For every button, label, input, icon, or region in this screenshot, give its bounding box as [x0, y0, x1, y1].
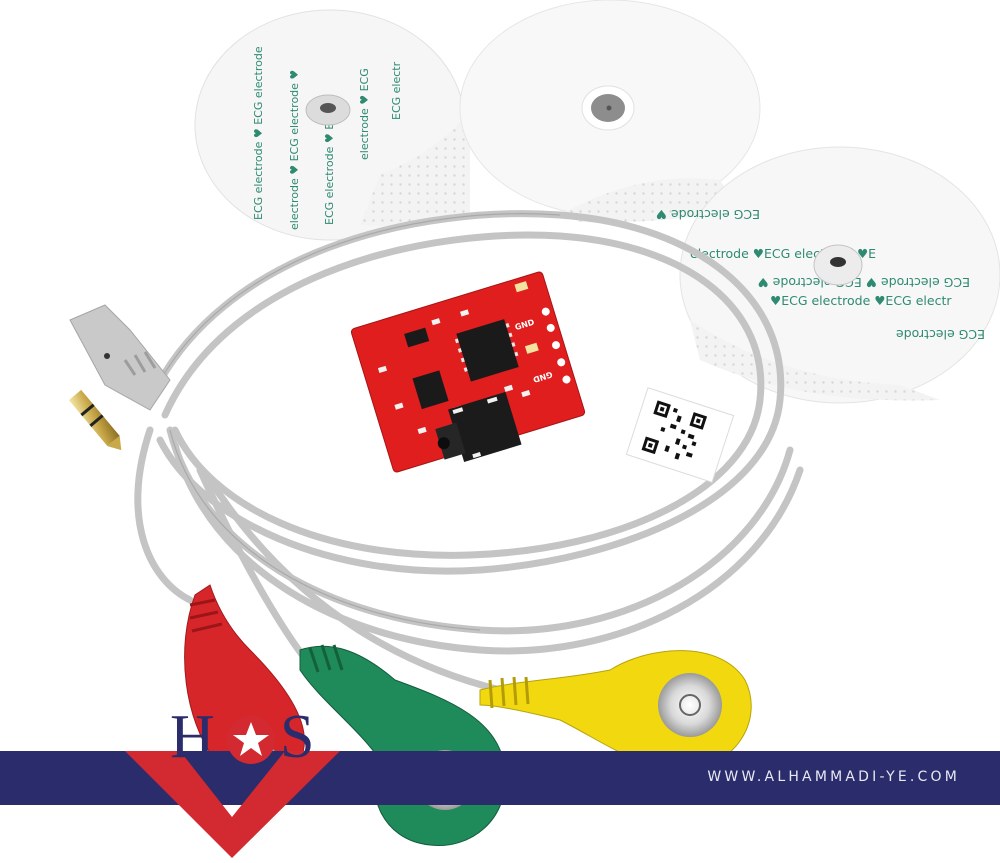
lead-cable-bundle [134, 210, 804, 694]
logo-letter-s: S [280, 703, 317, 771]
audio-jack-plug [68, 304, 171, 451]
svg-text:ECG electrode ♥ ECG: ECG electrode ♥ ECG [323, 107, 336, 225]
svg-text:ECG electrode ♥: ECG electrode ♥ [656, 207, 760, 222]
ecg-electrode-pad-2 [459, 0, 761, 223]
ecg-electrode-pad-3: ECG electrode ♥ electrode ♥ECG electrode… [656, 146, 1000, 404]
qr-code-label [625, 387, 735, 483]
svg-text:electrode ♥ ECG electrode ♥: electrode ♥ ECG electrode ♥ [288, 70, 301, 230]
svg-text:ECG electrode ♥ ECG electrode: ECG electrode ♥ ECG electrode [252, 46, 265, 220]
medical-cross-icon [227, 716, 275, 764]
svg-text:♥ECG electrode ♥ECG electr: ♥ECG electrode ♥ECG electr [770, 293, 952, 308]
svg-text:ECG electrode: ECG electrode [896, 327, 985, 342]
website-url[interactable]: WWW.ALHAMMADI-YE.COM [707, 769, 960, 785]
ecg-sensor-board: GND GND [350, 271, 586, 473]
ecg-electrode-pad-1: ECG electrode ♥ ECG electrode electrode … [194, 9, 470, 241]
snap-lead-yellow [479, 650, 752, 771]
logo-chevron-icon [125, 751, 340, 858]
svg-text:ECG electrode ♥ ECG electrode: ECG electrode ♥ ECG electrode ♥ [758, 275, 970, 290]
svg-text:electrode ♥ ECG: electrode ♥ ECG [358, 68, 371, 160]
svg-text:ECG electr: ECG electr [390, 61, 403, 120]
logo-letter-h: H [170, 703, 217, 771]
